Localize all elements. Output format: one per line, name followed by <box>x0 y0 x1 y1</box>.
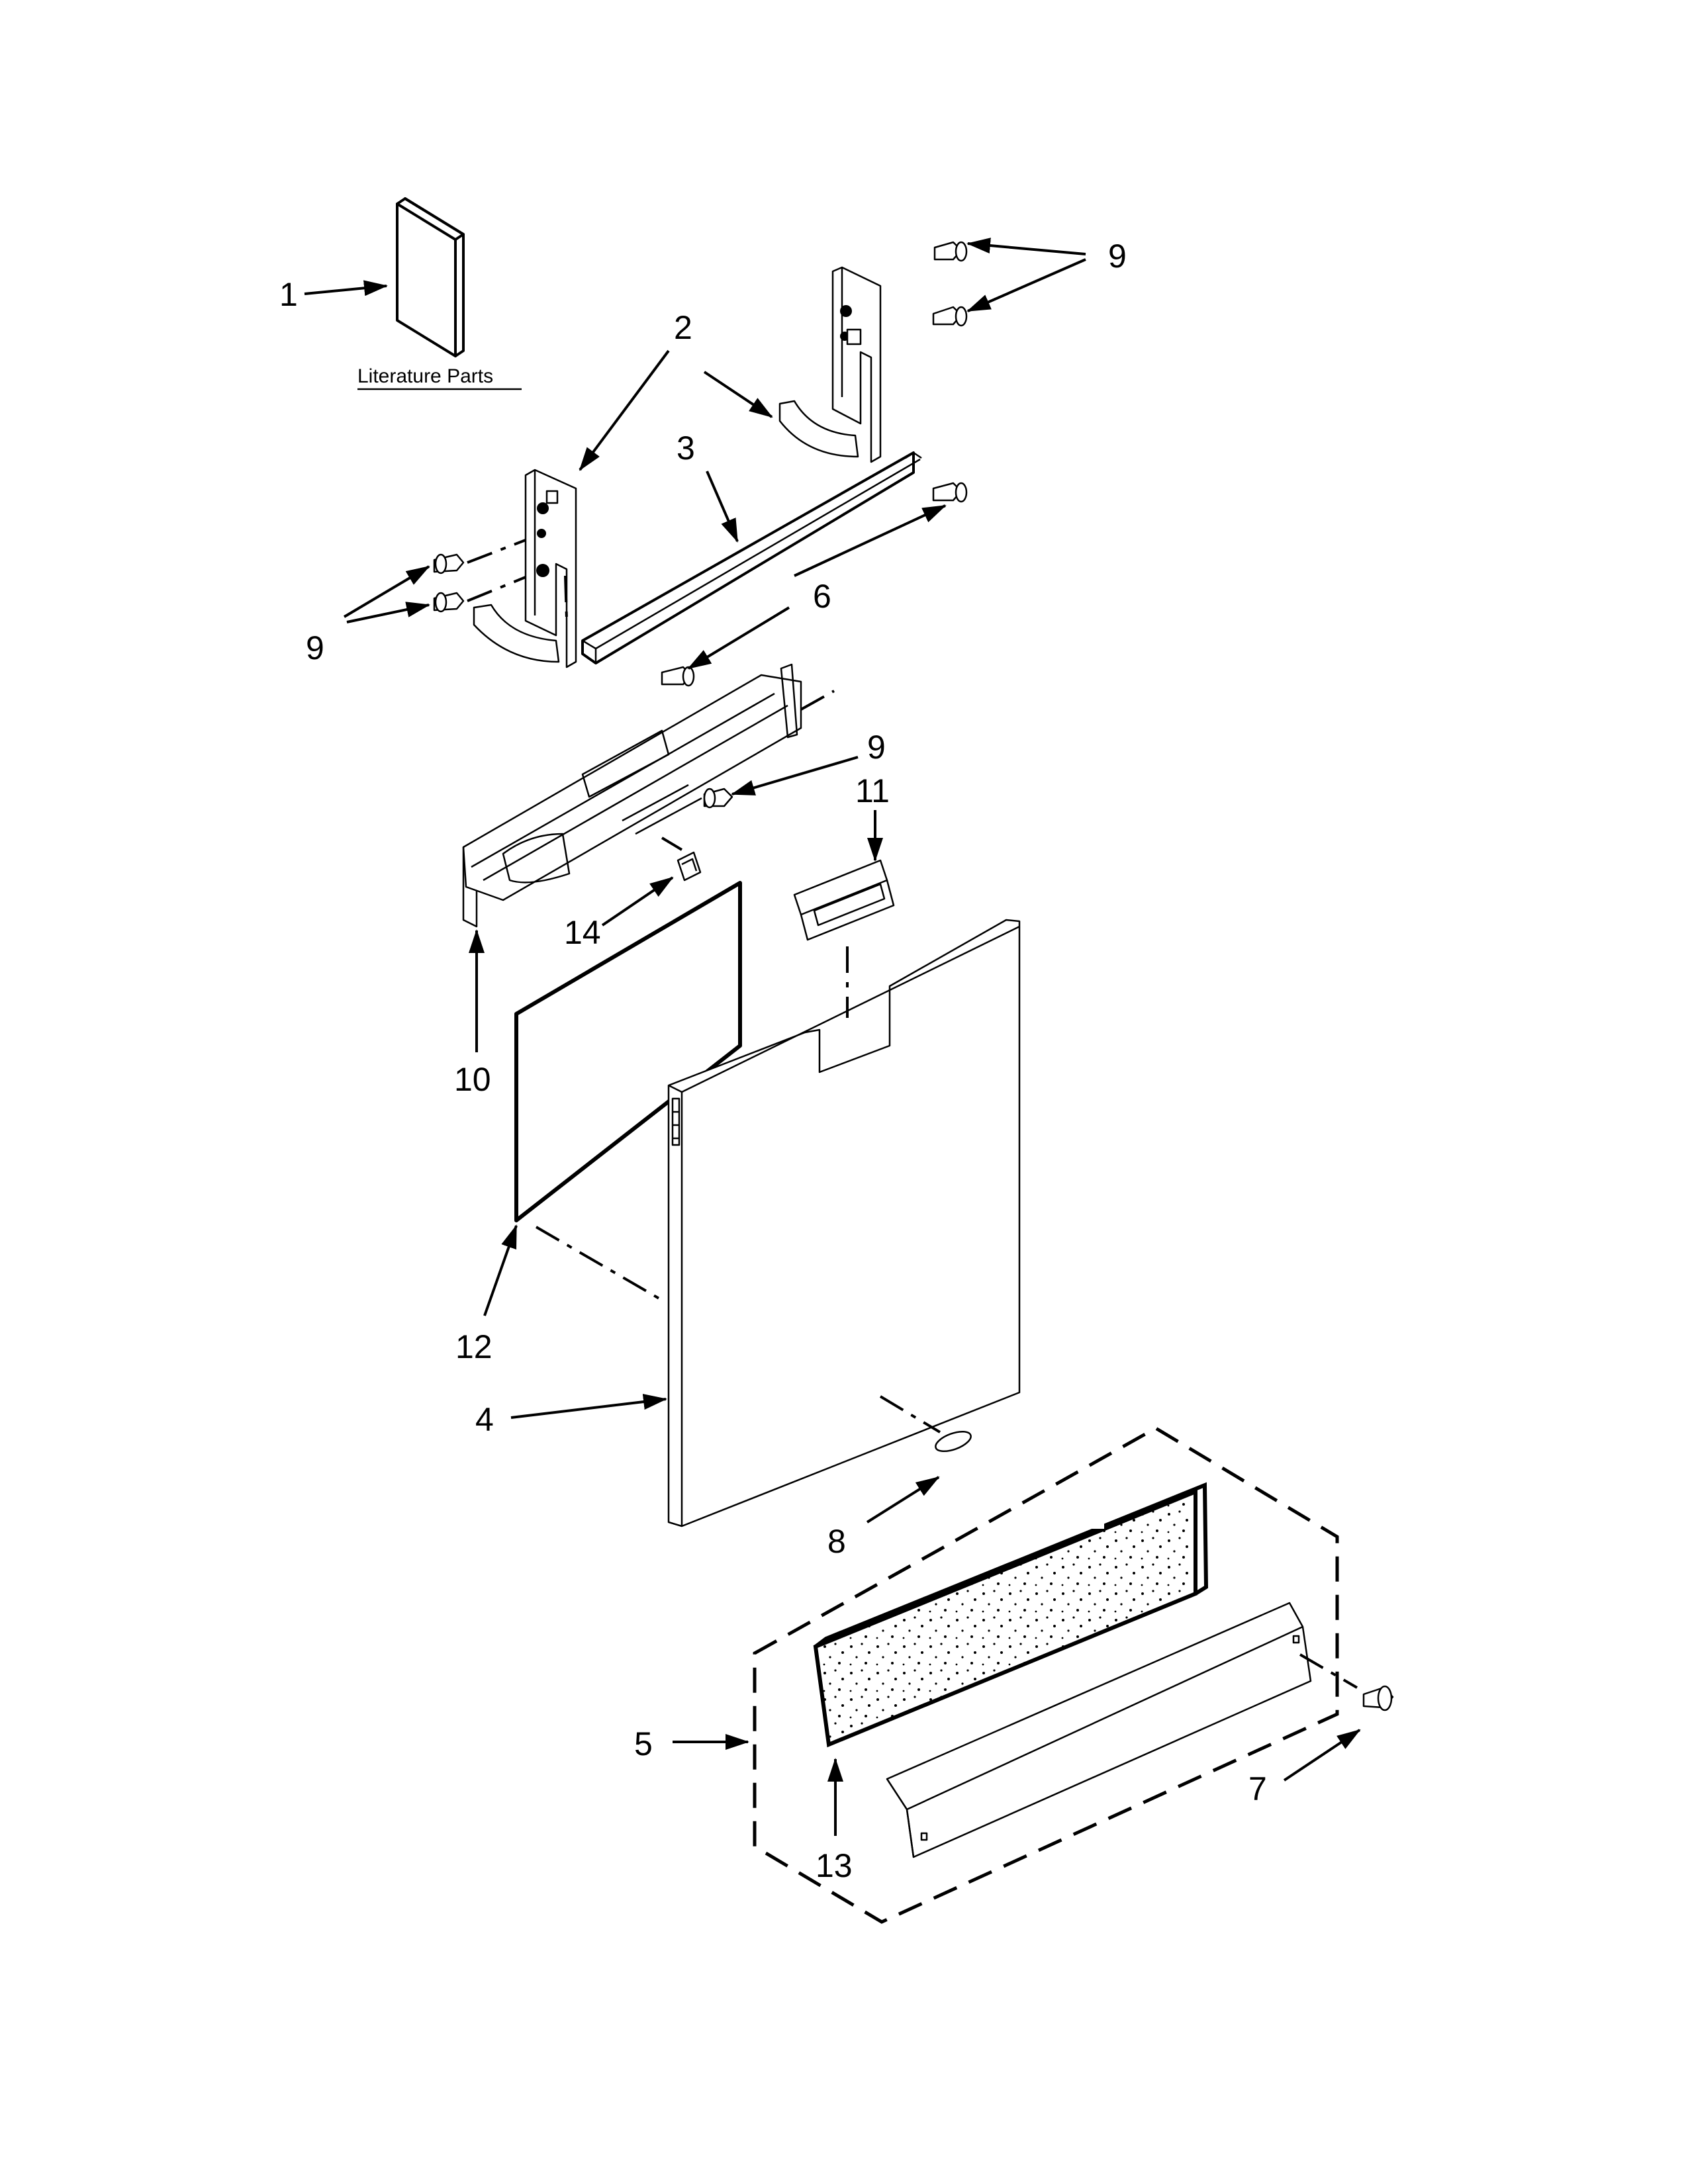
leader-14 <box>601 876 674 927</box>
leader-9b <box>966 258 1086 312</box>
literature-booklet <box>396 197 465 357</box>
left-mounting-bracket <box>473 469 577 668</box>
callout-12: 12 <box>455 1328 492 1365</box>
callout-6: 6 <box>813 578 831 615</box>
leader-9e <box>731 756 859 796</box>
leader-8 <box>866 1476 940 1524</box>
callout-3: 3 <box>677 430 695 467</box>
screw-9c <box>433 553 465 574</box>
screw-9e <box>703 788 733 809</box>
toe-kick-group-outline <box>753 1426 1339 1924</box>
assembly-line-screw-9d <box>467 576 526 602</box>
toe-kick-panel <box>886 1602 1312 1858</box>
assembly-line-panel <box>800 690 835 711</box>
literature-parts-caption: Literature Parts <box>357 365 493 387</box>
callout-5: 5 <box>634 1725 653 1762</box>
leader-12 <box>483 1224 518 1316</box>
outer-door-panel <box>667 919 1021 1527</box>
logo-badge <box>935 1430 972 1453</box>
leader-6b <box>687 606 790 670</box>
callout-9-top: 9 <box>1108 238 1127 275</box>
leader-7 <box>1283 1729 1361 1782</box>
gasket-frame <box>514 881 742 1222</box>
right-mounting-bracket <box>778 266 882 463</box>
assembly-line-screw-9c <box>467 539 526 564</box>
assembly-line-bracket <box>564 575 568 620</box>
leader-2a <box>579 349 670 471</box>
leader-9d <box>346 602 430 623</box>
leader-3 <box>706 471 739 543</box>
callout-11: 11 <box>855 772 890 809</box>
callout-4: 4 <box>475 1401 494 1438</box>
assembly-line-screw-7 <box>1299 1653 1358 1689</box>
leader-6a <box>794 504 947 577</box>
callout-13: 13 <box>816 1847 853 1884</box>
screw-9b <box>932 306 968 327</box>
screw-6a <box>932 482 968 503</box>
callout-9-left: 9 <box>306 629 324 666</box>
leader-9a <box>966 238 1086 255</box>
callout-8: 8 <box>827 1523 846 1560</box>
callout-9-mid: 9 <box>867 729 886 766</box>
assembly-line-clip <box>661 837 683 851</box>
screw-9d <box>433 592 465 613</box>
assembly-line-badge <box>879 1395 941 1433</box>
callout-1: 1 <box>279 276 298 313</box>
callout-14: 14 <box>564 914 601 951</box>
mounting-rail <box>581 451 922 664</box>
assembly-line-gasket <box>535 1226 667 1304</box>
screw-6b <box>661 666 695 687</box>
control-panel-assembly <box>462 663 802 928</box>
leader-1 <box>304 280 388 296</box>
screw-9a <box>933 241 968 262</box>
door-gasket <box>0 0 1 1</box>
callout-2: 2 <box>674 309 692 346</box>
door-clip <box>677 851 702 882</box>
door-handle <box>793 859 895 941</box>
leader-2b <box>703 371 773 418</box>
callout-7: 7 <box>1248 1770 1267 1807</box>
callout-10: 10 <box>454 1061 491 1098</box>
screw-7 <box>1362 1685 1394 1711</box>
leader-4 <box>510 1394 667 1419</box>
leader-9c <box>343 565 430 618</box>
foam-insulation <box>813 1482 1209 1748</box>
